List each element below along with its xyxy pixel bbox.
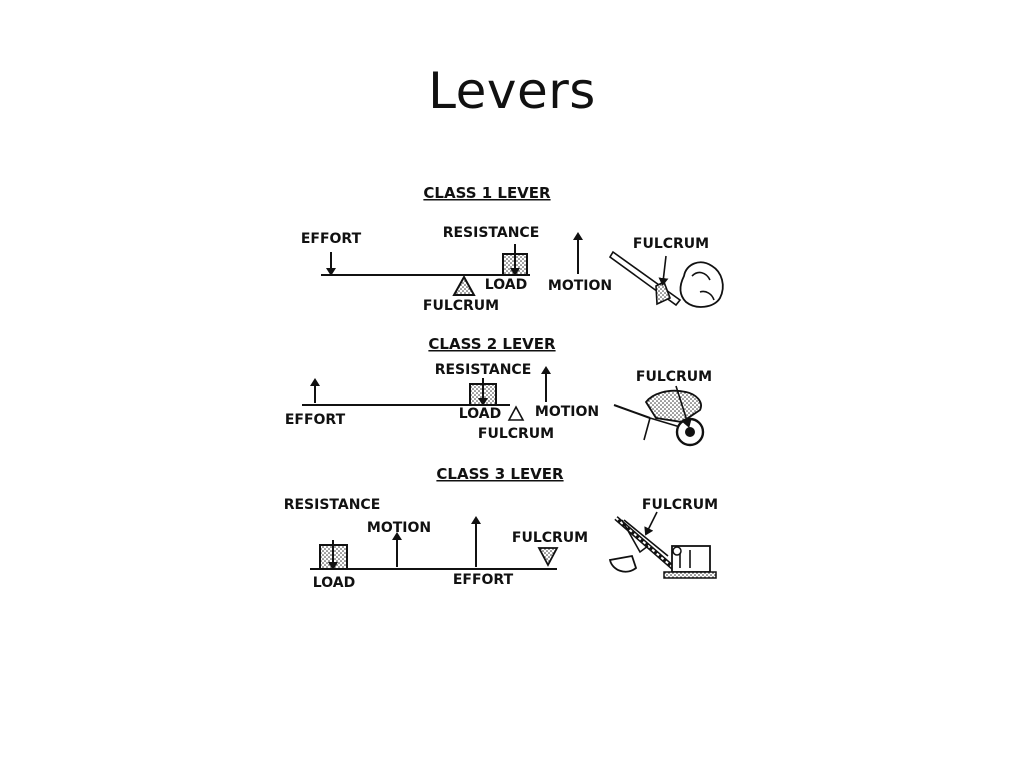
class2-picture-fulcrum-label: FULCRUM <box>636 369 712 385</box>
slide-title: Levers <box>428 62 596 120</box>
class3-fulcrum-label: FULCRUM <box>512 530 588 546</box>
class2-fulcrum-label: FULCRUM <box>478 426 554 442</box>
crowbar-rock-icon <box>608 250 724 308</box>
class3-lever: CLASS 3 LEVER RESISTANCE MOTION FULCRUM … <box>284 465 718 591</box>
class2-fulcrum-triangle <box>507 405 525 421</box>
class1-effort-label: EFFORT <box>301 231 362 247</box>
class1-lever: CLASS 1 LEVER EFFORT RESISTANCE LOAD FUL… <box>301 184 724 314</box>
class3-load-label: LOAD <box>313 575 355 591</box>
class3-fulcrum-triangle <box>537 547 559 567</box>
wheelbarrow-icon <box>613 385 705 447</box>
class2-lever: CLASS 2 LEVER RESISTANCE EFFORT LOAD FUL… <box>285 335 712 447</box>
class1-heading: CLASS 1 LEVER <box>423 184 551 202</box>
class3-picture-fulcrum-label: FULCRUM <box>642 497 718 513</box>
class3-effort-label: EFFORT <box>453 572 514 588</box>
class1-load-label: LOAD <box>485 277 527 293</box>
class3-motion-label: MOTION <box>367 520 431 536</box>
class2-motion-label: MOTION <box>535 404 599 420</box>
class1-fulcrum-triangle <box>452 274 476 296</box>
class2-heading: CLASS 2 LEVER <box>428 335 556 353</box>
class2-load-label: LOAD <box>459 406 501 422</box>
class2-effort-label: EFFORT <box>285 412 346 428</box>
class2-resistance-label: RESISTANCE <box>435 362 532 378</box>
class3-resistance-label: RESISTANCE <box>284 497 381 513</box>
power-shovel-icon <box>608 511 717 579</box>
class1-fulcrum-label: FULCRUM <box>423 298 499 314</box>
class1-picture-fulcrum-label: FULCRUM <box>633 236 709 252</box>
class1-resistance-label: RESISTANCE <box>443 225 540 241</box>
class1-motion-label: MOTION <box>548 278 612 294</box>
class3-heading: CLASS 3 LEVER <box>436 465 564 483</box>
